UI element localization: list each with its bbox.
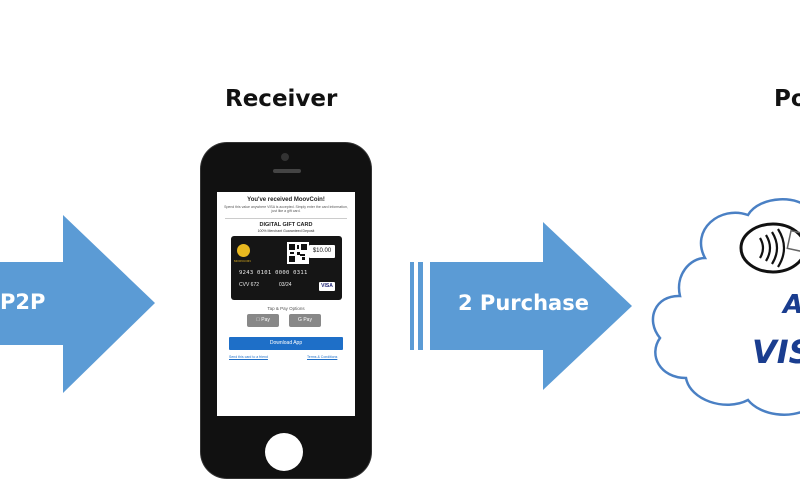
home-button[interactable]	[265, 433, 303, 471]
gift-card: MOOVCOIN $10.00 9243 0101 0000 0311 CVV …	[231, 236, 342, 300]
phone: You've received MoovCoin! Spend this val…	[201, 143, 371, 478]
arrow-stripe-2	[418, 262, 423, 350]
card-number: 9243 0101 0000 0311	[239, 270, 308, 276]
card-brand-logo: VISA	[319, 282, 335, 291]
p2p-arrow	[0, 215, 155, 393]
terms-link[interactable]: Terms & Conditions	[307, 355, 338, 359]
p2p-label: P2P	[0, 290, 46, 314]
google-pay-label: Pay	[303, 317, 312, 323]
gift-card-subheading: 100% Merchant Guaranteed Deposit	[257, 229, 315, 233]
visa-logo-text: VIS	[752, 333, 800, 371]
screen-divider	[225, 218, 347, 219]
coin-name: MOOVCOIN	[234, 259, 251, 263]
google-pay-button[interactable]: G Pay	[289, 314, 321, 327]
tap-pay-title: Tap & Pay Options	[267, 306, 305, 311]
screen-subtitle: Spend this value anywhere VISA is accept…	[224, 205, 348, 213]
pos-heading: Po	[774, 86, 800, 112]
card-expiry: 03/24	[279, 282, 292, 288]
apple-icon: 	[256, 317, 260, 323]
download-app-button[interactable]: Download App	[229, 337, 343, 350]
receiver-heading: Receiver	[225, 86, 338, 112]
card-icon	[786, 229, 800, 253]
purchase-arrow	[430, 222, 632, 390]
apple-pay-label: Pay	[258, 317, 270, 323]
front-camera	[281, 153, 289, 161]
contactless-payment-icon	[739, 222, 800, 274]
purchase-label: 2 Purchase	[458, 291, 589, 315]
card-amount: $10.00	[309, 245, 335, 258]
send-to-friend-link[interactable]: Send this card to a friend	[229, 355, 268, 359]
qr-code-icon	[287, 242, 309, 264]
card-cvv: CVV 672	[239, 282, 260, 288]
cloud-letter-a: A	[783, 290, 800, 320]
apple-pay-button[interactable]:  Pay	[247, 314, 279, 327]
speaker	[273, 169, 301, 173]
google-icon: G	[298, 317, 302, 323]
phone-screen: You've received MoovCoin! Spend this val…	[217, 192, 355, 416]
gift-card-heading: DIGITAL GIFT CARD	[259, 222, 313, 228]
coin-logo	[237, 244, 250, 257]
arrow-stripe-1	[410, 262, 414, 350]
screen-title: You've received MoovCoin!	[247, 197, 325, 203]
